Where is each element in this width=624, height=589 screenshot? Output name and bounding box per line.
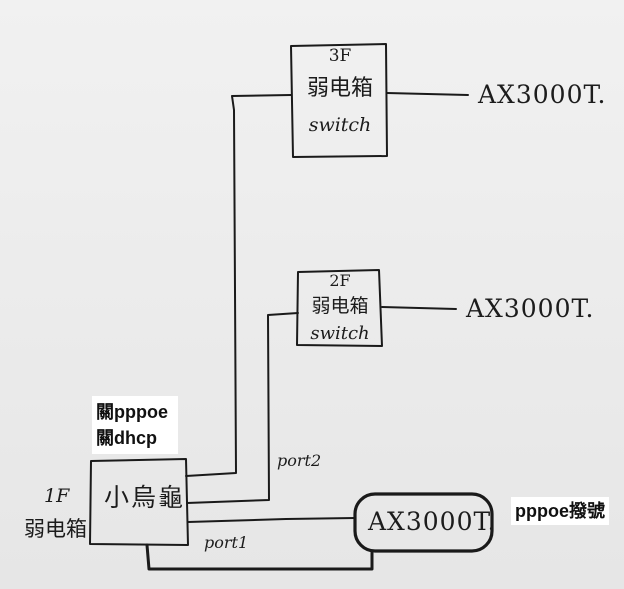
wire-main-to-3f [185,94,292,477]
box-2f-device-label: switch [310,323,370,344]
box-3f-device-label: switch [308,114,372,136]
note-pppoe-dialing: pppoe撥號 [515,501,605,521]
box-3f-outline [290,43,388,158]
floor-1f-cabinet-label: 弱电箱 [24,517,87,541]
main-router-note: 關pppoe 關dhcp [92,396,178,454]
note-disable-dhcp: 關dhcp [96,428,157,448]
router-3f-label: AX3000T. [478,80,607,109]
port1-label: port1 [204,533,249,552]
ax3000t-1f-note: pppoe撥號 [511,497,609,525]
box-2f-cabinet-label: 弱电箱 [311,295,369,317]
box-2f-floor-label: 2F [329,271,351,290]
wire-main-to-1f-ax [187,517,356,523]
box-3f-cabinet-label: 弱电箱 [306,76,373,101]
router-2f-label: AX3000T. [466,294,595,323]
wire-bottom-loop [145,543,374,571]
main-router-label: 小烏龜 [104,483,186,512]
floor-1f-label: 1F [44,485,70,507]
port2-label: port2 [277,451,322,470]
router-1f-label: AX3000T. [368,507,497,536]
wire-main-to-2f [186,312,299,504]
box-2f-outline [296,269,383,347]
ax3000t-1f-outline [353,492,494,553]
wire-2f-to-ax3000t [381,306,457,310]
note-disable-pppoe: 關pppoe [96,402,168,422]
wire-3f-to-ax3000t [386,92,469,96]
box-3f-floor-label: 3F [328,46,352,66]
main-router-outline [89,458,189,546]
